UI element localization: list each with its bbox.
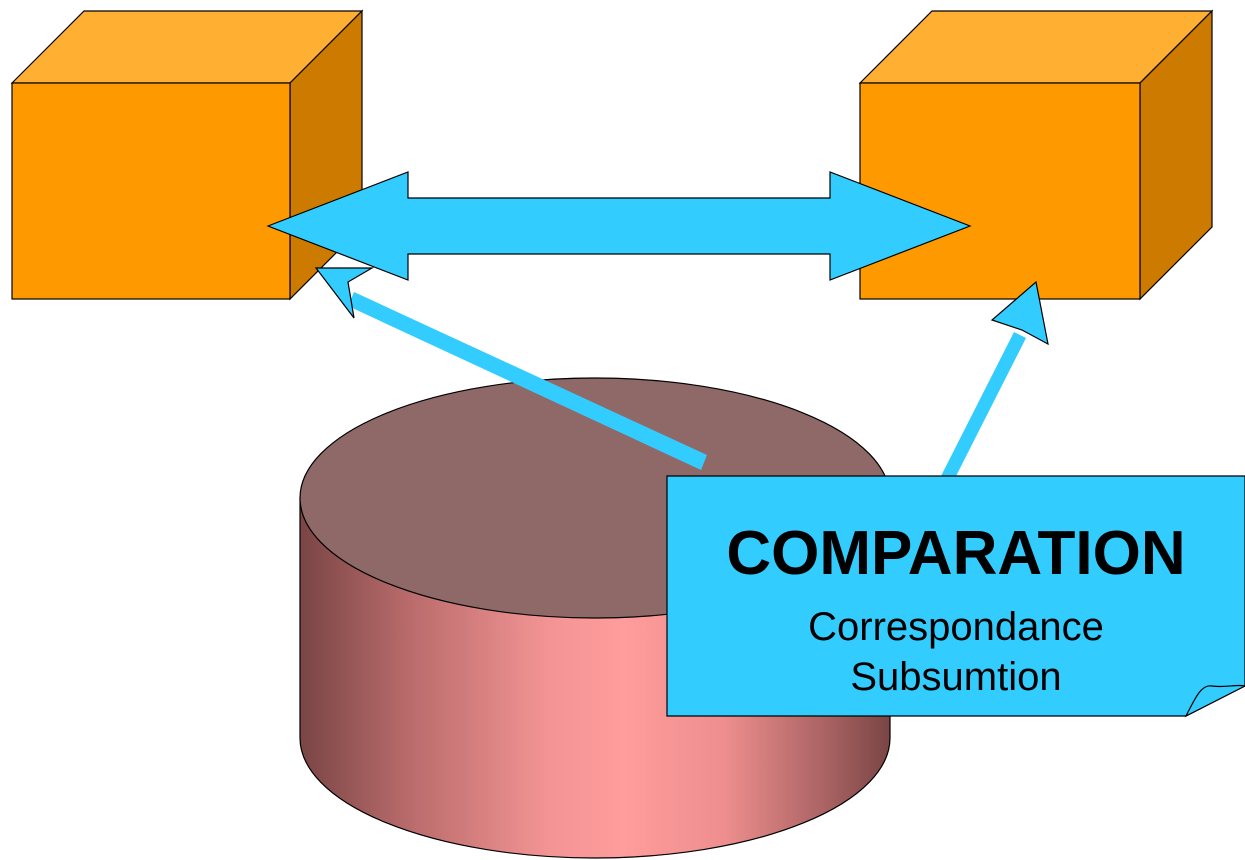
- note-line-correspondance: Correspondance: [808, 605, 1104, 649]
- arrow-to-right-cube-icon: [940, 280, 1049, 484]
- arrow-to-left-cube-icon: [314, 267, 707, 470]
- note-line-subsumtion: Subsumtion: [850, 655, 1061, 699]
- comparation-note: COMPARATION Correspondance Subsumtion: [666, 475, 1245, 718]
- right-cube-front: [859, 82, 1141, 300]
- note-title: COMPARATION: [726, 519, 1185, 588]
- note-fold-icon: [1184, 684, 1245, 718]
- right-cube-icon: [858, 9, 1214, 301]
- left-cube-front: [11, 82, 291, 300]
- left-cube-icon: [10, 9, 364, 301]
- double-arrow-icon: [266, 171, 972, 281]
